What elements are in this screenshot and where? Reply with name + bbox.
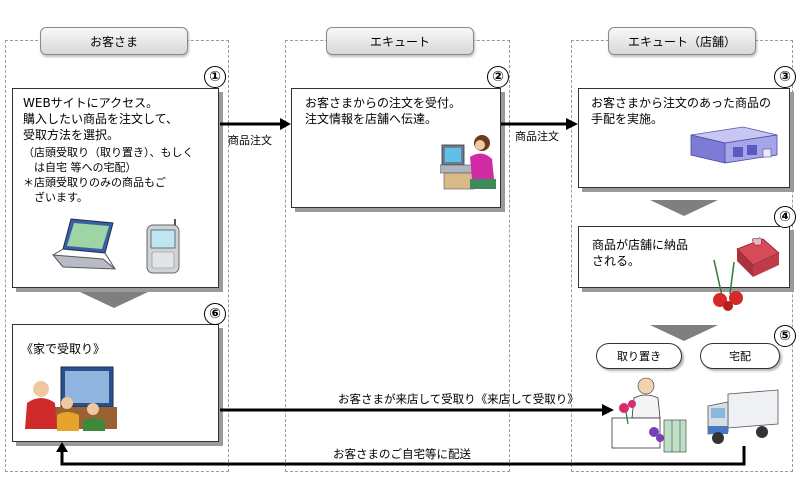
family-watching-tv-icon xyxy=(25,366,117,431)
lane-header-store: エキュート（店舗） xyxy=(608,27,756,55)
delivery-truck-icon xyxy=(707,389,779,444)
step1-line2: 購入したい商品を注文して、 xyxy=(23,112,179,126)
down-arrow-step1-to-step6 xyxy=(80,292,148,308)
laptop-icon xyxy=(51,218,117,270)
step4-line2: される。 xyxy=(592,254,641,268)
step6-label: 《家で受取り》 xyxy=(21,342,106,356)
step5-number: ⑤ xyxy=(774,325,796,347)
step1-note1: （店頭受取り（取り置き）、もしく xyxy=(23,146,194,159)
option-pickup-hold: 取り置き xyxy=(596,343,682,369)
step1-note4: ざいます。 xyxy=(23,191,88,204)
step2-box: お客さまからの注文を受付。 注文情報を店舗へ伝達。 xyxy=(291,88,501,208)
lane-header-ecute: エキュート xyxy=(326,27,474,55)
step2-line2: 注文情報を店舗へ伝達。 xyxy=(305,112,438,126)
step1-note2: は自宅 等への宅配） xyxy=(23,161,137,174)
flow-label-delivery: お客さまのご自宅等に配送 xyxy=(333,447,471,461)
step2-line1: お客さまからの注文を受付。 xyxy=(305,96,462,110)
rose-flowers-icon xyxy=(713,259,743,311)
step2-number: ② xyxy=(487,66,509,88)
down-arrow-step3-to-step4 xyxy=(650,200,718,216)
step3-number: ③ xyxy=(774,66,796,88)
florist-shop-icon xyxy=(611,377,687,453)
step3-line1: お客さまから注文のあった商品の xyxy=(591,96,772,110)
flow-arrow-pickup-head xyxy=(602,404,614,416)
operator-at-computer-icon xyxy=(440,135,496,190)
down-arrow-step4-to-step5 xyxy=(650,325,718,341)
flow-arrow-order2-head xyxy=(566,118,578,130)
step6-number: ⑥ xyxy=(204,303,226,325)
option-home-delivery: 宅配 xyxy=(700,343,780,369)
flow-label-pickup: お客さまが来店して受取り《来店して受取り》 xyxy=(338,392,579,406)
step3-box: お客さまから注文のあった商品の 手配を実施。 xyxy=(578,88,790,188)
step1-line3: 受取方法を選択。 xyxy=(23,128,120,142)
step1-number: ① xyxy=(204,66,226,88)
flow-arrow-order1-head xyxy=(280,118,291,130)
step4-line1: 商品が店舗に納品 xyxy=(592,238,689,252)
step3-line2: 手配を実施。 xyxy=(591,112,664,126)
step6-box: 《家で受取り》 xyxy=(12,324,219,442)
flow-label-order1: 商品注文 xyxy=(228,134,272,147)
flow-arrow-delivery-head xyxy=(56,442,68,452)
gift-box-icon xyxy=(736,237,780,277)
step4-number: ④ xyxy=(774,206,796,228)
step4-box: 商品が店舗に納品 される。 xyxy=(578,226,790,288)
step1-line1: WEBサイトにアクセス。 xyxy=(23,96,159,110)
flow-label-order2: 商品注文 xyxy=(515,130,559,143)
step1-box: WEBサイトにアクセス。 購入したい商品を注文して、 受取方法を選択。 （店頭受… xyxy=(12,88,219,288)
step1-note3: ＊店頭受取りのみの商品もご xyxy=(23,176,166,189)
flow-arrow-delivery xyxy=(60,446,746,466)
mobile-phone-icon xyxy=(146,219,180,274)
lane-header-customer: お客さま xyxy=(40,27,188,55)
warehouse-icon xyxy=(690,126,778,164)
